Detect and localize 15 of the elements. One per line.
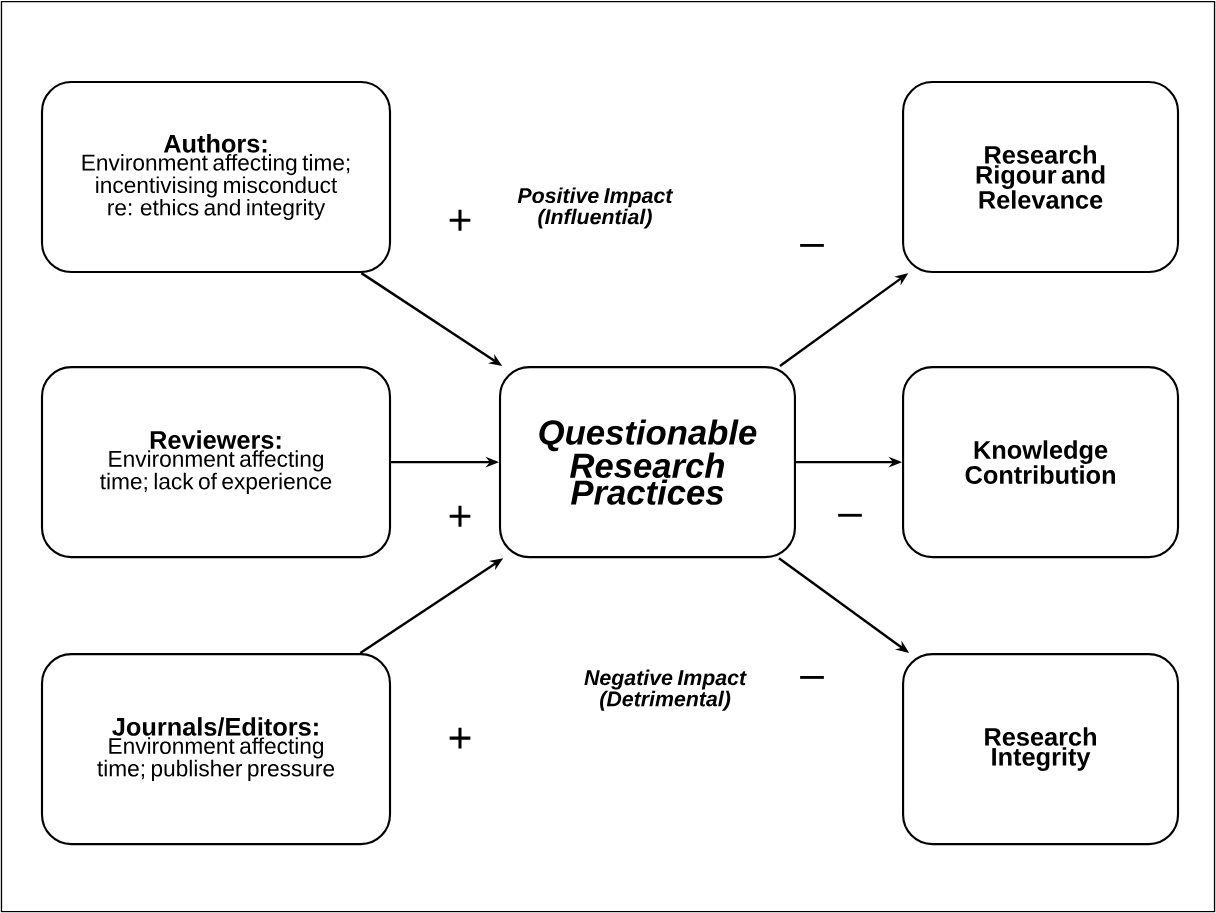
text-box: Research Rigour and Relevance xyxy=(902,80,1180,274)
center-box: Questionable Research Practices xyxy=(498,366,796,559)
text-box: Knowledge Contribution xyxy=(902,366,1180,559)
impact-label: Negative Impact (Detrimental) xyxy=(584,669,747,711)
text-box: Reviewers: Environment affecting time; lack of experience xyxy=(40,366,392,559)
sign-label: + xyxy=(449,209,471,231)
sign-label: – xyxy=(800,243,824,247)
text-box: Journals/Editors: Environment affecting time; publisher pressure xyxy=(40,652,392,846)
text-box: Research Integrity xyxy=(902,652,1180,846)
sign-label: – xyxy=(800,675,824,679)
sign-label: – xyxy=(838,513,862,517)
sign-label: + xyxy=(449,505,471,527)
impact-label: Positive Impact (Influential) xyxy=(517,187,674,229)
sign-label: + xyxy=(449,727,471,749)
text-box: Authors: Environment affecting time; incentivising misconduct re: ethics and integrity xyxy=(40,80,392,274)
